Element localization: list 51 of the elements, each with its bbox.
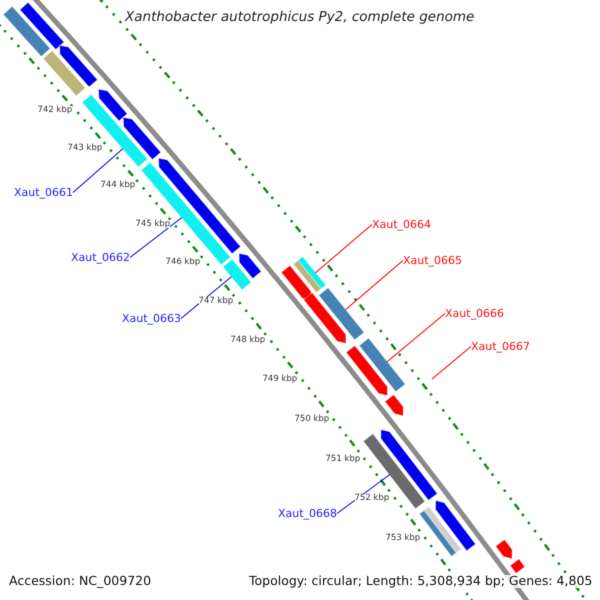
gene-feature — [384, 394, 404, 416]
scale-label: 752 kbp — [354, 494, 390, 502]
leader-line — [336, 474, 390, 514]
gene-bar — [2, 6, 51, 58]
gene-bar — [358, 337, 406, 392]
scale-label: 743 kbp — [68, 144, 102, 152]
gene-feature — [238, 252, 262, 280]
scale-label: 744 kbp — [100, 180, 136, 189]
scale-label: 748 kbp — [230, 336, 266, 344]
gene-feature — [58, 44, 98, 88]
leader-line — [130, 217, 182, 258]
title: Xanthobacter autotrophicus Py2, complete genome — [123, 10, 476, 26]
gene-label: Xaut_0666 — [445, 308, 504, 318]
gene-label: Xaut_0663 — [122, 312, 182, 324]
scale-label: 750 kbp — [294, 414, 330, 423]
gene-bar — [318, 287, 365, 341]
leader-line — [386, 313, 446, 362]
gene-bar — [292, 260, 322, 294]
leader-line — [432, 346, 472, 380]
scale-label: 742 kbp — [38, 106, 72, 114]
gene-label: Xaut_0668 — [278, 508, 338, 518]
scale-label: 751 kbp — [326, 454, 360, 463]
gene-feature — [280, 264, 312, 301]
leader-line — [345, 260, 404, 310]
gene-feature — [122, 116, 162, 160]
gene-bar — [19, 2, 65, 50]
gene-feature — [98, 88, 128, 122]
gene-label: Xaut_0661 — [14, 186, 74, 198]
accession-text: Accession: NC_009720 — [9, 575, 152, 588]
scale-label: 749 kbp — [262, 374, 298, 383]
gene-feature — [495, 538, 513, 560]
gene-label: Xaut_0662 — [71, 252, 130, 262]
gene-bar — [424, 506, 462, 554]
gene-feature — [346, 344, 388, 396]
leader-line — [72, 148, 124, 193]
gene-bar — [222, 258, 252, 291]
gene-bar — [510, 558, 526, 574]
gene-feature — [435, 500, 476, 552]
gene-label: Xaut_0664 — [372, 218, 432, 230]
gene-feature — [303, 292, 346, 344]
leader-line — [180, 276, 232, 319]
scale-label: 746 kbp — [166, 258, 200, 266]
leader-line — [314, 224, 372, 274]
scale-label: 747 kbp — [198, 296, 234, 305]
summary-text: Topology: circular; Length: 5,308,934 bp; Genes: 4,805 — [249, 575, 592, 588]
gene-label: Xaut_0665 — [403, 254, 462, 266]
scale-label: 745 kbp — [136, 220, 170, 228]
scale-label: 753 kbp — [386, 534, 420, 542]
gene-bar — [82, 94, 148, 168]
gene-bar — [42, 50, 86, 97]
gene-label: Xaut_0667 — [471, 340, 530, 352]
